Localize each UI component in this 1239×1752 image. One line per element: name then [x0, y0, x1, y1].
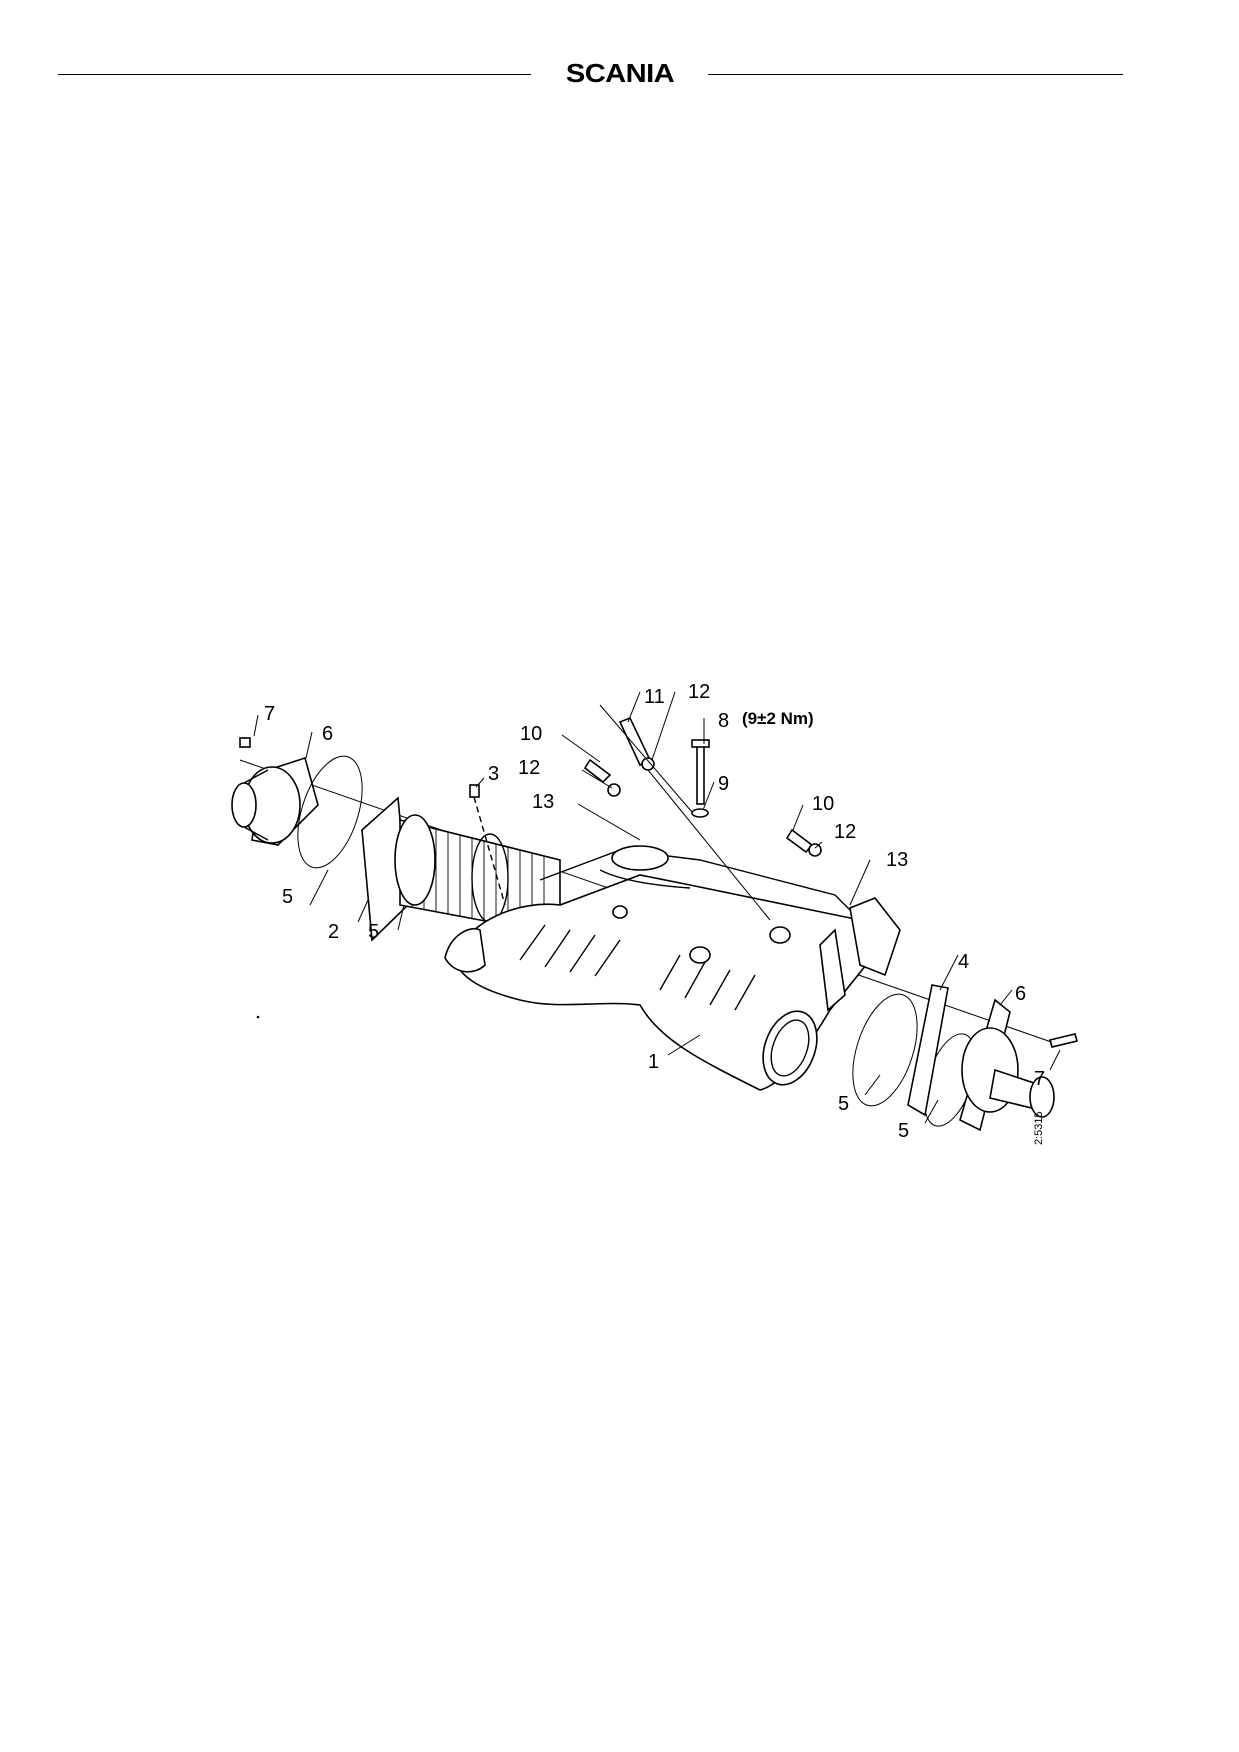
header-rule-right [708, 74, 1123, 75]
callout-7-left: 7 [264, 703, 275, 725]
callout-7-right: 7 [1034, 1068, 1045, 1090]
right-end-cover [959, 998, 1055, 1132]
callout-10-right: 10 [812, 793, 834, 815]
right-o-ring-outer [852, 993, 918, 1107]
callout-12-right: 12 [834, 821, 856, 843]
callout-6-left: 6 [322, 723, 333, 745]
callout-12-left: 12 [518, 757, 540, 779]
callout-1: 1 [648, 1051, 659, 1073]
figure-number: 2:5315 [1033, 1111, 1045, 1145]
callout-5-left-inner: 5 [368, 921, 379, 943]
callout-12-top: 12 [688, 681, 710, 703]
right-gasket-plate [907, 984, 949, 1117]
callout-5-right-outer: 5 [838, 1093, 849, 1115]
torque-note: (9±2 Nm) [742, 709, 814, 728]
cooler-core [394, 814, 561, 936]
callout-5-right-inner: 5 [898, 1120, 909, 1142]
callout-6-right: 6 [1015, 983, 1026, 1005]
main-housing [444, 845, 871, 1091]
scania-logo: SCANIA [565, 58, 675, 88]
right-bracket [849, 897, 901, 977]
callout-9: 9 [718, 773, 729, 795]
callout-13-left: 13 [532, 791, 554, 813]
stray-dot [256, 1015, 260, 1019]
callout-2: 2 [328, 921, 339, 943]
header-rule-left [58, 74, 531, 75]
callout-13-right: 13 [886, 849, 908, 871]
left-o-ring [297, 755, 363, 869]
callout-11: 11 [644, 686, 665, 708]
callout-3: 3 [488, 763, 499, 785]
callout-8: 8 [718, 710, 729, 732]
callout-5-left-outer: 5 [282, 886, 293, 908]
leader-lines [253, 691, 1061, 1124]
left-end-cover [231, 756, 319, 846]
callout-10-left: 10 [520, 723, 542, 745]
callout-4: 4 [958, 951, 969, 973]
